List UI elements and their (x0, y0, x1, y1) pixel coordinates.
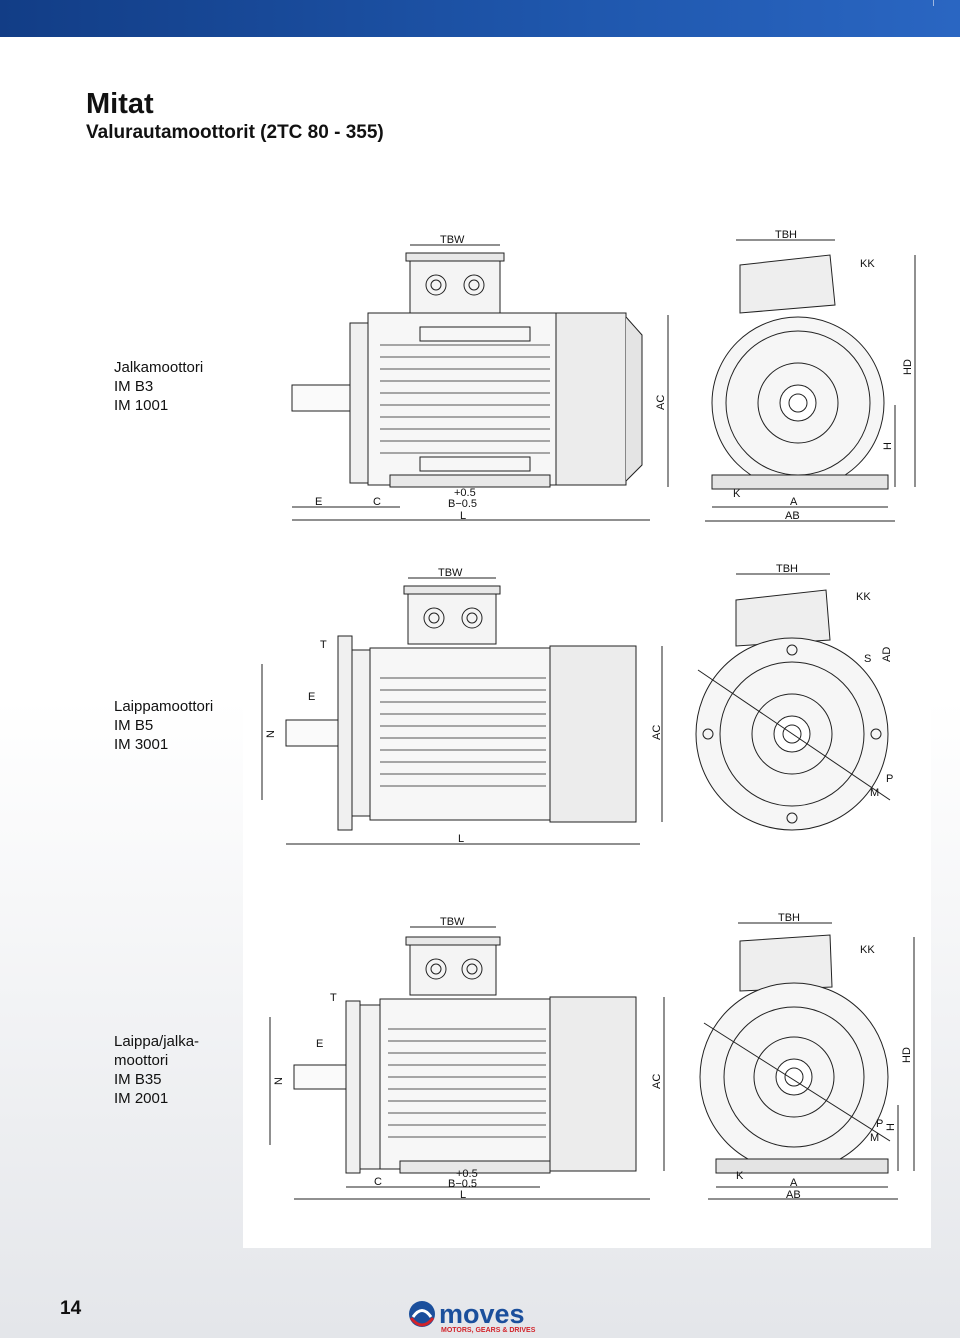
flange (345, 1000, 361, 1174)
dim-b-plus: +0.5 (456, 1168, 478, 1180)
shaft (293, 1064, 347, 1090)
dim-a: A (790, 1177, 798, 1189)
section-label-b35: Laippa/jalka- moottori IM B35 IM 2001 (114, 1032, 199, 1108)
dim-hd: HD (902, 359, 914, 375)
terminal-box (409, 254, 501, 314)
page-title: Mitat (86, 88, 154, 120)
label-line: IM 2001 (114, 1090, 169, 1107)
dim-tbh: TBH (778, 912, 800, 924)
dim-c: C (374, 1176, 382, 1188)
dim-h: H (885, 1123, 897, 1131)
dim-hd: HD (901, 1047, 913, 1063)
dim-p: P (876, 1118, 883, 1130)
dim-t: T (330, 992, 337, 1004)
dim-kk: KK (856, 591, 871, 603)
fan-cover (549, 645, 637, 823)
fan-cover (549, 996, 637, 1172)
section-label-b3: Jalkamoottori IM B3 IM 1001 (114, 358, 203, 415)
end-terminal-box (739, 934, 833, 992)
dim-b-minus: B−0.5 (448, 498, 477, 510)
motor-body (367, 312, 557, 486)
top-bar (0, 0, 960, 37)
motor-body (369, 647, 551, 821)
dim-tbw: TBW (440, 916, 465, 928)
logo-mark-icon (409, 1301, 435, 1327)
dim-ac: AC (651, 1074, 663, 1089)
end-terminal-box (739, 254, 836, 314)
section-label-b5: Laippamoottori IM B5 IM 3001 (114, 697, 213, 754)
label-line: Jalkamoottori (114, 359, 204, 376)
dim-ac: AC (651, 725, 663, 740)
dim-k: K (736, 1170, 744, 1182)
label-line: Laippa/jalka- (114, 1033, 200, 1050)
page-subtitle: Valurautamoottorit (2TC 80 - 355) (86, 122, 384, 143)
dim-a: A (790, 496, 798, 508)
label-line: IM 3001 (114, 736, 169, 753)
dim-m: M (870, 787, 879, 799)
label-line: Laippamoottori (114, 698, 214, 715)
dim-ab: AB (785, 510, 800, 522)
brand-tagline: MOTORS, GEARS & DRIVES (441, 1327, 536, 1334)
shaft (285, 719, 339, 747)
dim-s: S (864, 653, 871, 665)
dim-tbw: TBW (438, 567, 463, 579)
fan-cover (555, 312, 627, 486)
dim-l: L (458, 833, 464, 845)
drawing-im-b5: TBW T E N L AC TBH KK S AD P M (261, 563, 893, 845)
drawing-im-b3: TBW L E C +0.5 B−0.5 AC TBH KK HD H K A … (291, 229, 916, 522)
dim-b-plus: +0.5 (454, 487, 476, 499)
dim-h: H (882, 442, 894, 450)
dim-p: P (886, 773, 893, 785)
end-terminal-box (735, 589, 831, 647)
label-line: IM B5 (114, 717, 154, 734)
dim-kk: KK (860, 944, 875, 956)
dim-ad: AD (881, 647, 893, 662)
page-number: 14 (60, 1298, 82, 1319)
dim-k: K (733, 488, 741, 500)
flange (337, 635, 353, 831)
label-line: IM 1001 (114, 397, 169, 414)
dim-l: L (460, 1189, 466, 1201)
shaft (291, 384, 351, 412)
drawing-im-b35: TBW T E N C +0.5 B−0.5 L AC TBH KK P M H… (269, 912, 915, 1201)
dim-ac: AC (655, 395, 667, 410)
dim-m: M (870, 1132, 879, 1144)
dim-e: E (308, 691, 315, 703)
dim-tbh: TBH (776, 563, 798, 575)
moves-logo: moves MOTORS, GEARS & DRIVES (409, 1299, 536, 1334)
dim-l: L (460, 510, 466, 522)
motor-body (379, 998, 551, 1170)
terminal-box (407, 587, 497, 645)
dim-tbh: TBH (775, 229, 797, 241)
dim-tbw: TBW (440, 234, 465, 246)
label-line: IM B35 (114, 1071, 162, 1088)
dim-ab: AB (786, 1189, 801, 1201)
top-bar-tick (933, 0, 934, 6)
label-line: moottori (114, 1052, 169, 1069)
terminal-box (409, 938, 497, 996)
dim-e: E (316, 1038, 323, 1050)
dim-c: C (373, 496, 381, 508)
dim-n: N (265, 730, 277, 738)
brand-name: moves (439, 1299, 525, 1329)
label-line: IM B3 (114, 378, 154, 395)
dim-b-minus: B−0.5 (448, 1178, 477, 1190)
dim-kk: KK (860, 258, 875, 270)
dim-t: T (320, 639, 327, 651)
dim-n: N (273, 1077, 285, 1085)
dim-e: E (315, 496, 322, 508)
